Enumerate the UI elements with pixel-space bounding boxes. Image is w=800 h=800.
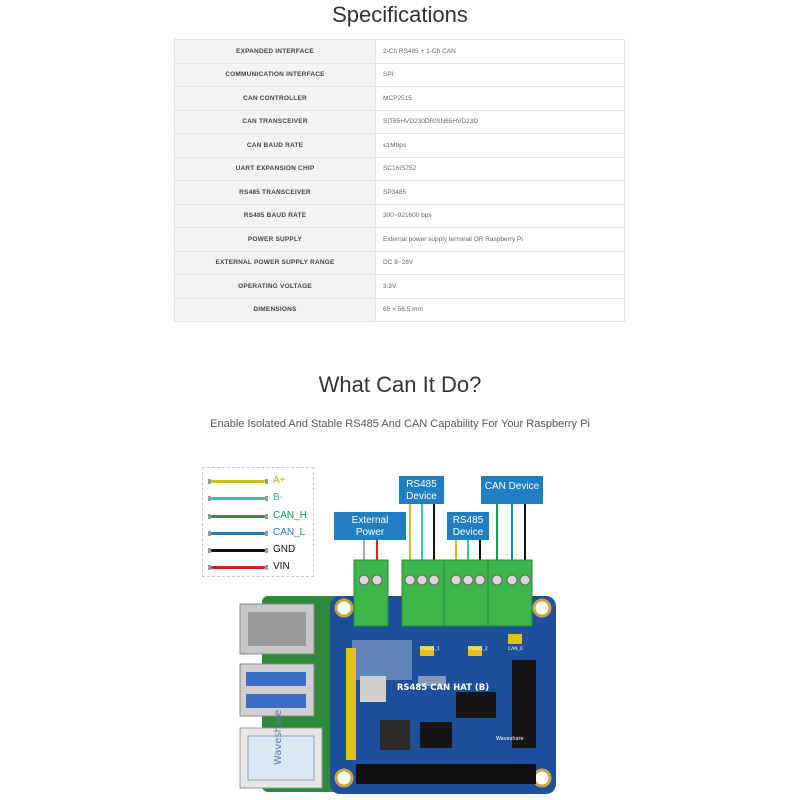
spec-label: CAN TRANSCEIVER bbox=[174, 109, 376, 134]
terminal-blocks bbox=[353, 559, 533, 627]
legend-item: GND bbox=[203, 543, 315, 557]
legend-item: CAN_L bbox=[203, 526, 315, 540]
wire-swatch bbox=[208, 514, 268, 519]
spec-value: 65 × 56.5 mm bbox=[375, 297, 625, 322]
wire-swatch bbox=[208, 531, 268, 536]
spec-row: CAN BAUD RATE≤1Mbps bbox=[174, 133, 625, 158]
spec-label: CAN CONTROLLER bbox=[174, 86, 376, 111]
spec-label: RS485 BAUD RATE bbox=[174, 203, 376, 228]
legend-item: B- bbox=[203, 491, 315, 505]
callout-rs485-device-1-label: RS485 Device bbox=[406, 479, 437, 502]
what-can-it-do-subtitle: Enable Isolated And Stable RS485 And CAN… bbox=[210, 418, 590, 430]
hat-board bbox=[330, 596, 556, 794]
spec-value: SP3485 bbox=[375, 180, 625, 205]
legend-label: GND bbox=[273, 544, 296, 555]
legend-item: CAN_H bbox=[203, 509, 315, 523]
spec-value: SC16IS752 bbox=[375, 156, 625, 181]
legend-label: VIN bbox=[273, 561, 290, 572]
spec-label: POWER SUPPLY bbox=[174, 227, 376, 252]
wire-swatch bbox=[208, 496, 268, 501]
spec-label: UART EXPANSION CHIP bbox=[174, 156, 376, 181]
callout-rs485-device-1: RS485 Device bbox=[399, 476, 444, 504]
wire-swatch bbox=[208, 548, 268, 553]
specifications-title: Specifications bbox=[332, 2, 468, 27]
spec-value: External power supply terminal OR Raspbe… bbox=[375, 227, 625, 252]
spec-label: COMMUNICATION INTERFACE bbox=[174, 62, 376, 87]
spec-label: RS485 TRANSCEIVER bbox=[174, 180, 376, 205]
spec-label: OPERATING VOLTAGE bbox=[174, 274, 376, 299]
jumper-label-rs485-1: RS485_1 bbox=[420, 646, 440, 652]
callout-rs485-device-2-label: RS485 Device bbox=[452, 515, 484, 538]
jumper-label-can-0: CAN_0 bbox=[508, 646, 523, 652]
callout-external-power: External Power Supply bbox=[334, 512, 406, 550]
pi-sticker-text: Waveshare bbox=[273, 710, 284, 765]
hat-board-name: RS485 CAN HAT (B) bbox=[397, 683, 489, 693]
legend-label: B- bbox=[273, 492, 283, 503]
hat-brand-text: Waveshare bbox=[496, 736, 524, 742]
spec-value: ≤1Mbps bbox=[375, 133, 625, 158]
what-can-it-do-title: What Can It Do? bbox=[318, 372, 482, 397]
spec-value: SIT65HVD230DR/SN65HVD23D bbox=[375, 109, 625, 134]
legend-label: CAN_L bbox=[273, 527, 306, 538]
jumper-label-rs485-2: RS485_2 bbox=[468, 646, 488, 652]
spec-value: MCP2515 bbox=[375, 86, 625, 111]
callout-can-device: CAN Device bbox=[481, 476, 543, 504]
spec-label: DIMENSIONS bbox=[174, 297, 376, 322]
spec-value: DC 8~28V bbox=[375, 250, 625, 275]
spec-value: SPI bbox=[375, 62, 625, 87]
callout-can-device-label: CAN Device bbox=[484, 481, 540, 492]
legend-label: A+ bbox=[273, 475, 286, 486]
wire-color-legend: A+ B- CAN_H CAN_L GND VIN bbox=[202, 467, 314, 577]
wire-swatch bbox=[208, 565, 268, 570]
callout-external-power-label: External Power Supply bbox=[351, 515, 389, 550]
legend-item: A+ bbox=[203, 474, 315, 488]
callout-rs485-device-2: RS485 Device bbox=[447, 512, 489, 540]
wire-swatch bbox=[208, 479, 268, 484]
spec-value: 3.3V bbox=[375, 274, 625, 299]
spec-value: 2-Ch RS485 + 1-Ch CAN bbox=[375, 39, 625, 64]
legend-label: CAN_H bbox=[273, 510, 307, 521]
legend-item: VIN bbox=[203, 560, 315, 574]
